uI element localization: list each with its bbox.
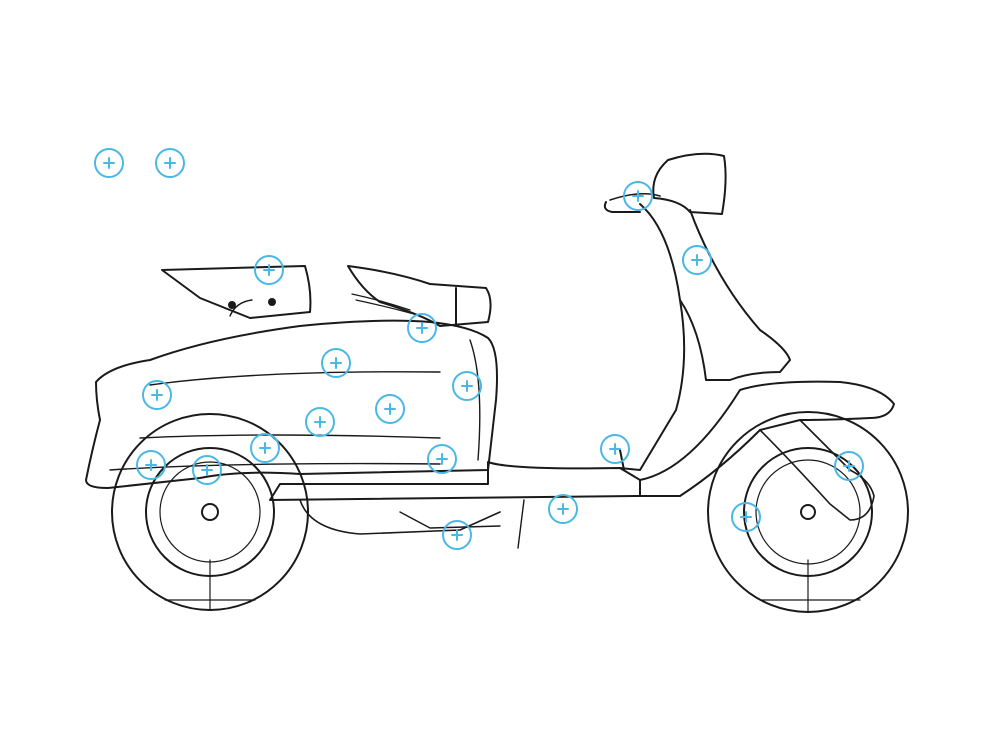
hotspot-3[interactable] [254, 255, 284, 285]
leg-shield [603, 152, 895, 521]
hotspot-5[interactable] [321, 348, 351, 378]
hotspot-12[interactable] [136, 450, 166, 480]
hotspot-8[interactable] [375, 394, 405, 424]
hotspot-6[interactable] [452, 371, 482, 401]
hotspot-17[interactable] [623, 181, 653, 211]
floorboard [269, 461, 641, 535]
hotspot-11[interactable] [427, 444, 457, 474]
hotspot-18[interactable] [682, 245, 712, 275]
hotspot-4[interactable] [407, 313, 437, 343]
hotspot-14[interactable] [600, 434, 630, 464]
hotspot-1[interactable] [94, 148, 124, 178]
rear-wheel [111, 413, 309, 611]
seats [161, 265, 492, 327]
hotspot-2[interactable] [155, 148, 185, 178]
hotspot-10[interactable] [250, 433, 280, 463]
hotspot-19[interactable] [834, 451, 864, 481]
hotspot-13[interactable] [192, 455, 222, 485]
hotspot-7[interactable] [142, 380, 172, 410]
hotspot-16[interactable] [442, 520, 472, 550]
hotspot-20[interactable] [731, 502, 761, 532]
hotspot-9[interactable] [305, 407, 335, 437]
hotspot-15[interactable] [548, 494, 578, 524]
